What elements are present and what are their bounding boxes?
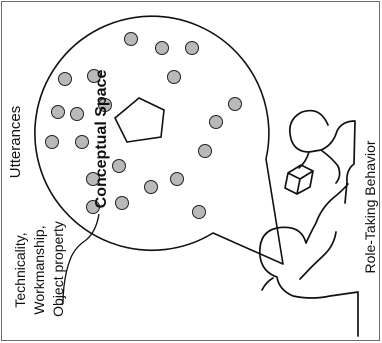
- cube-icon: [285, 165, 313, 194]
- utterance-dot: [156, 42, 169, 55]
- utterance-dot: [199, 145, 212, 158]
- utterance-dot: [168, 71, 181, 84]
- utterance-dot: [193, 206, 206, 219]
- utterance-dot: [171, 173, 184, 186]
- utterance-dot: [52, 106, 65, 119]
- upper-person-figure: [290, 111, 355, 203]
- utterance-dot: [210, 116, 223, 129]
- utterance-dot: [71, 108, 84, 121]
- utterance-dot: [186, 42, 199, 55]
- utterance-dot: [76, 136, 89, 149]
- conceptual-space-title: Conceptual Space: [93, 70, 110, 209]
- property-label-line-2: Workmanship,: [31, 225, 47, 314]
- utterance-dot: [113, 160, 126, 173]
- property-label-line-3: Object property: [50, 221, 66, 317]
- utterance-dot: [145, 181, 158, 194]
- utterance-dot: [59, 73, 72, 86]
- utterance-dot: [125, 33, 138, 46]
- role-taking-label: Role-Taking Behavior: [362, 140, 378, 273]
- utterances-label: Utterances: [7, 106, 24, 179]
- utterance-dot: [46, 136, 59, 149]
- utterance-dot: [116, 197, 129, 210]
- property-label-line-1: Technicality,: [12, 232, 28, 307]
- utterance-dot: [229, 98, 242, 111]
